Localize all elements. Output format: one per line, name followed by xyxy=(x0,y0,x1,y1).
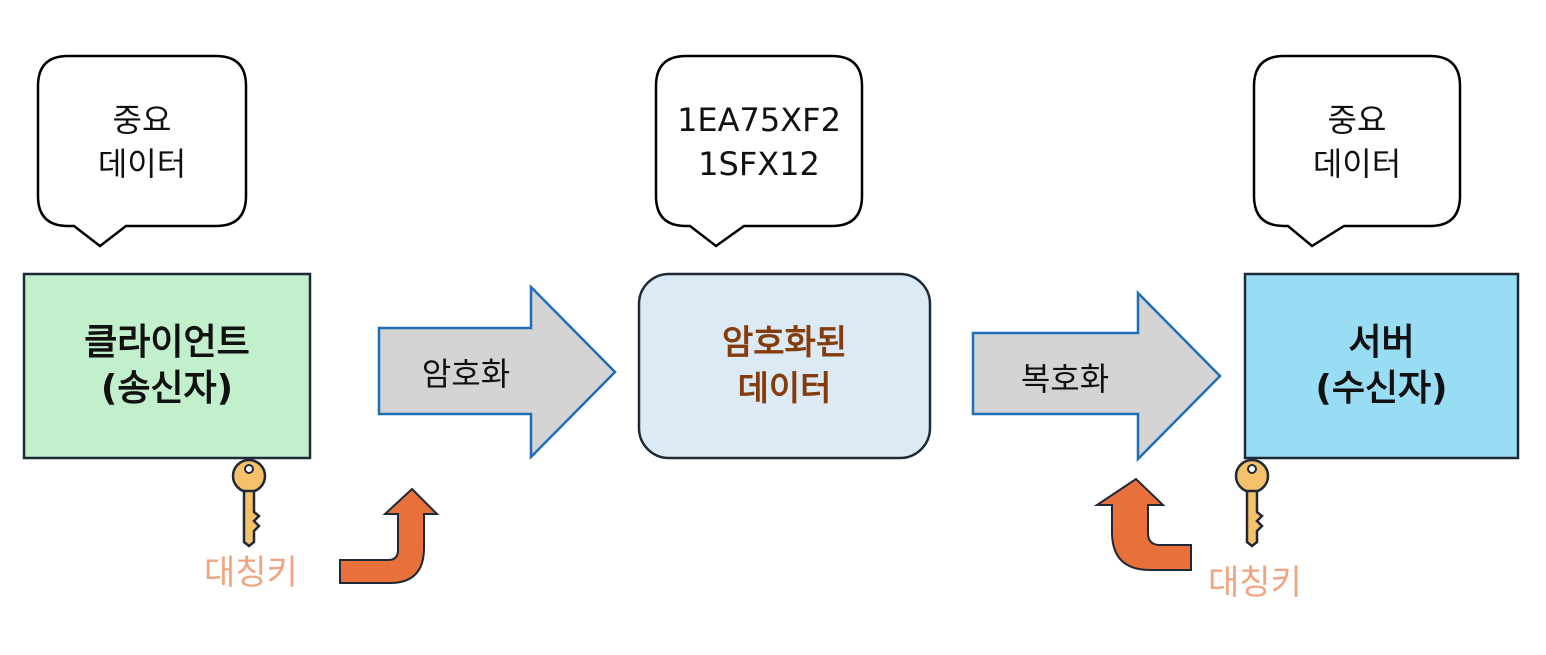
server-box-line2: (수신자) xyxy=(1315,368,1448,409)
bubble-left-line1: 중요 xyxy=(112,101,172,139)
curved-arrow-right xyxy=(1093,477,1192,571)
bubble-left-line2: 데이터 xyxy=(97,145,187,183)
server-box-line1: 서버 xyxy=(1348,322,1415,363)
key-icon-left xyxy=(231,458,267,548)
symmetric-key-label-right: 대칭키 xyxy=(1208,563,1302,603)
curved-arrow-left xyxy=(339,487,440,584)
bubble-center-line2: 1SFX12 xyxy=(698,145,820,183)
encrypted-box-label: 암호화된 데이터 xyxy=(639,274,930,458)
encrypted-box-line2: 데이터 xyxy=(737,369,832,409)
encrypted-data-box xyxy=(637,272,932,460)
bubble-right-line1: 중요 xyxy=(1327,101,1387,139)
server-box-label: 서버 (수신자) xyxy=(1245,274,1518,458)
decrypt-arrow-label: 복호화 xyxy=(1020,360,1110,398)
client-box xyxy=(22,272,312,460)
client-box-line2: (송신자) xyxy=(100,368,234,409)
symmetric-key-label-left: 대칭키 xyxy=(204,553,298,593)
speech-bubble-right xyxy=(1252,54,1462,248)
encrypt-arrow-label: 암호화 xyxy=(421,355,511,393)
bubble-center-text: 1EA75XF2 1SFX12 xyxy=(658,96,860,188)
decrypt-arrow xyxy=(971,289,1222,463)
client-box-line1: 클라이언트 xyxy=(84,322,250,363)
bubble-left-text: 중요 데이터 xyxy=(40,96,244,188)
speech-bubble-center xyxy=(654,54,864,248)
speech-bubble-left xyxy=(36,54,248,248)
server-box xyxy=(1243,272,1520,460)
client-box-label: 클라이언트 (송신자) xyxy=(24,274,310,458)
encrypted-box-line1: 암호화된 xyxy=(721,323,848,363)
bubble-center-line1: 1EA75XF2 xyxy=(677,101,841,139)
bubble-right-text: 중요 데이터 xyxy=(1256,96,1458,188)
bubble-right-line2: 데이터 xyxy=(1312,145,1402,183)
key-icon-right xyxy=(1234,458,1270,548)
encrypt-arrow xyxy=(377,283,617,461)
